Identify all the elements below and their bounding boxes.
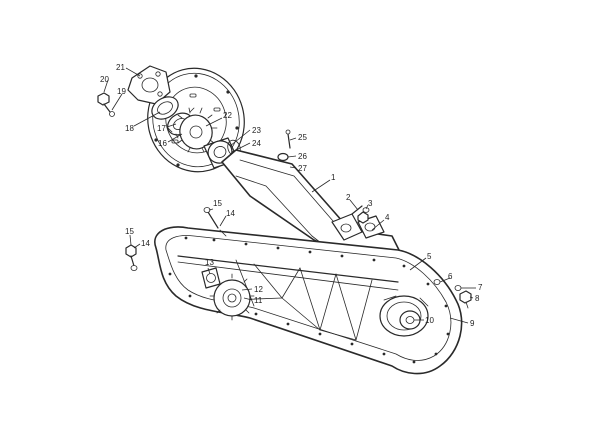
part-label-13: 13 [205, 258, 214, 267]
part-label-23: 23 [252, 126, 261, 135]
chain-case-housing [154, 226, 463, 375]
part-label-7: 7 [478, 283, 483, 292]
part-label-21: 21 [116, 63, 125, 72]
part-label-20: 20 [100, 75, 109, 84]
hub-sprocket [177, 107, 218, 153]
part-label-6: 6 [448, 272, 453, 281]
part-label-15-lower: 15 [125, 227, 134, 236]
fastener-20-19 [97, 92, 115, 117]
swing-arm [221, 149, 401, 263]
part-label-15-upper: 15 [213, 199, 222, 208]
part-label-16: 16 [158, 139, 167, 148]
part-label-17: 17 [157, 124, 166, 133]
part-label-4: 4 [385, 213, 390, 222]
part-label-11: 11 [254, 296, 263, 305]
leader-lines [103, 67, 476, 324]
part-label-12: 12 [254, 285, 263, 294]
front-sprocket-assembly [201, 267, 255, 321]
part-label-2: 2 [346, 193, 351, 202]
part-label-1: 1 [331, 173, 336, 182]
part-labels: 21 20 19 18 17 16 22 23 24 25 26 27 1 2 … [100, 63, 483, 328]
part-label-5: 5 [427, 252, 432, 261]
part-label-8: 8 [475, 294, 480, 303]
part-label-18: 18 [125, 124, 134, 133]
part-label-22: 22 [223, 111, 232, 120]
part-label-3: 3 [368, 199, 373, 208]
part-label-14-upper: 14 [226, 209, 235, 218]
part-label-26: 26 [298, 152, 307, 161]
part-label-10: 10 [425, 316, 434, 325]
part-label-27: 27 [298, 164, 307, 173]
fastener-5-6-7-8 [433, 279, 472, 309]
bolt-15-14-lower [125, 244, 138, 271]
part-label-19: 19 [117, 87, 126, 96]
part-label-14-lower: 14 [141, 239, 150, 248]
rear-hub-assembly [379, 295, 429, 337]
part-label-9: 9 [470, 319, 475, 328]
part-label-25: 25 [298, 133, 307, 142]
part-label-24: 24 [252, 139, 261, 148]
fastener-2-3 [351, 205, 370, 224]
brake-disc-assembly [147, 67, 245, 173]
